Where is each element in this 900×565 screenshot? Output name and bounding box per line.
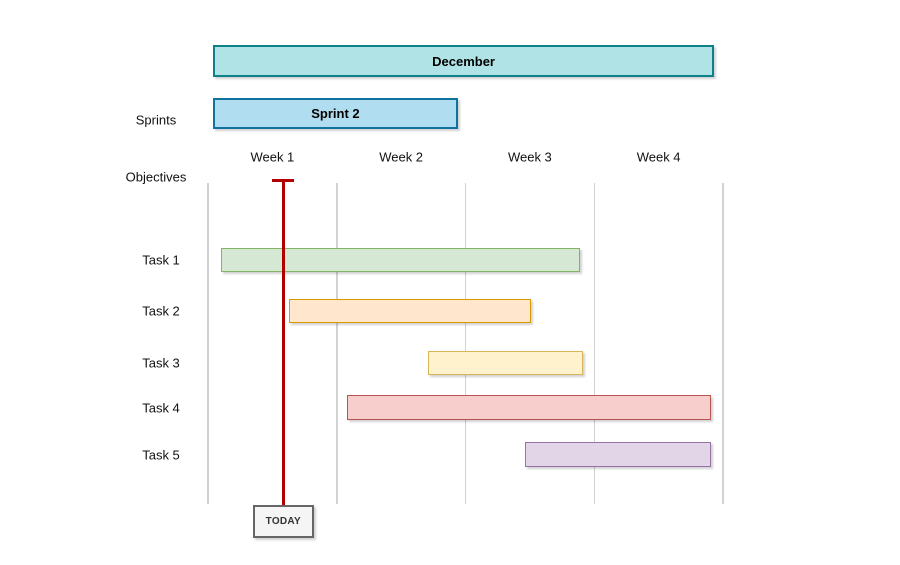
week-header-2: Week 2 [379,149,424,165]
sprint-bar[interactable]: Sprint 2 [213,98,458,129]
today-marker-cap [272,179,295,182]
task-bar-4[interactable] [347,395,712,420]
task-label-4: Task 4 [142,400,180,415]
week-header-4: Week 4 [636,149,681,165]
task-bar-3[interactable] [428,351,583,375]
task-label-5: Task 5 [142,447,180,462]
week-header-1: Week 1 [250,149,295,165]
lane-label-sprints: Sprints [135,112,177,128]
today-box[interactable]: TODAY [252,505,314,538]
week-gridline-3 [593,183,595,504]
week-gridline-1 [336,183,338,504]
week-gridline-0 [207,183,209,504]
today-box-label: TODAY [265,516,302,527]
today-line [282,181,285,505]
month-bar[interactable]: December [213,45,714,77]
sprint-bar-label: Sprint 2 [311,106,360,121]
task-bar-1[interactable] [220,248,581,272]
task-label-2: Task 2 [142,303,180,319]
lane-label-objectives: Objectives [125,169,187,185]
task-label-1: Task 1 [142,252,180,268]
week-header-3: Week 3 [507,149,552,165]
month-bar-label: December [432,53,495,69]
task-bar-5[interactable] [524,442,712,467]
week-gridline-4 [722,183,724,504]
task-label-3: Task 3 [142,355,180,371]
week-gridline-2 [464,183,467,504]
task-bar-2[interactable] [289,299,532,323]
